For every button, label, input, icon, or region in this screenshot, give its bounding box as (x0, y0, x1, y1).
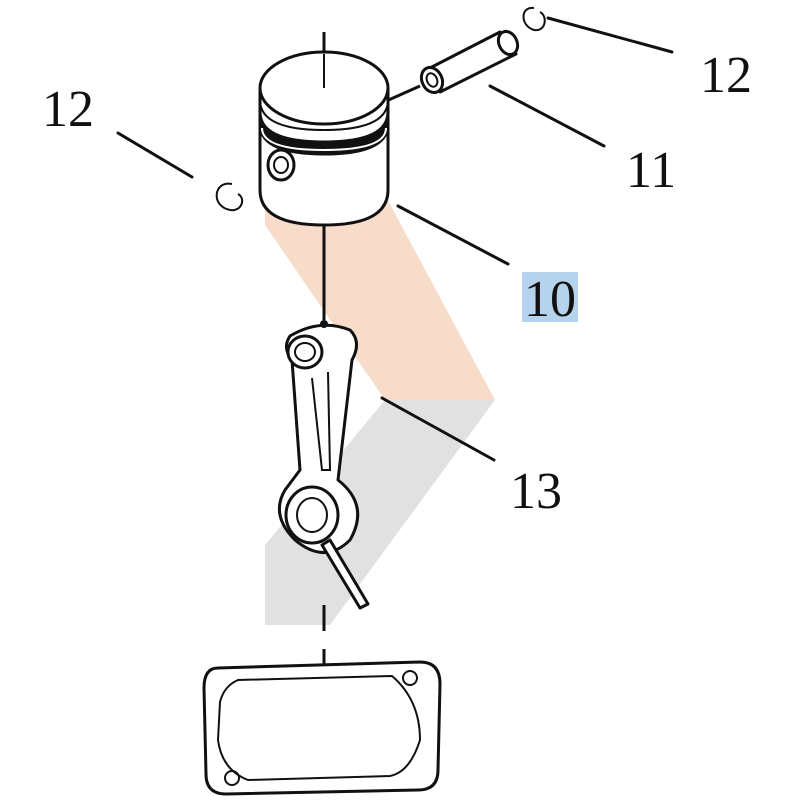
piston (258, 50, 390, 227)
callout-11: 11 (626, 142, 676, 199)
callout-12-right: 12 (700, 47, 752, 104)
gasket (202, 660, 442, 796)
connecting-rod (277, 320, 370, 610)
piston-pin (383, 29, 520, 104)
leader-12-left (116, 131, 194, 179)
callout-13: 13 (510, 463, 562, 520)
circlip-left (215, 182, 244, 212)
leader-10 (396, 204, 510, 266)
callout-10: 10 (524, 271, 576, 328)
callout-10-highlight (522, 272, 578, 322)
leader-13 (380, 396, 496, 462)
circlip-right (522, 6, 546, 32)
callout-12-left: 12 (42, 81, 94, 138)
leader-11 (488, 84, 606, 148)
leader-12-right (546, 16, 674, 54)
